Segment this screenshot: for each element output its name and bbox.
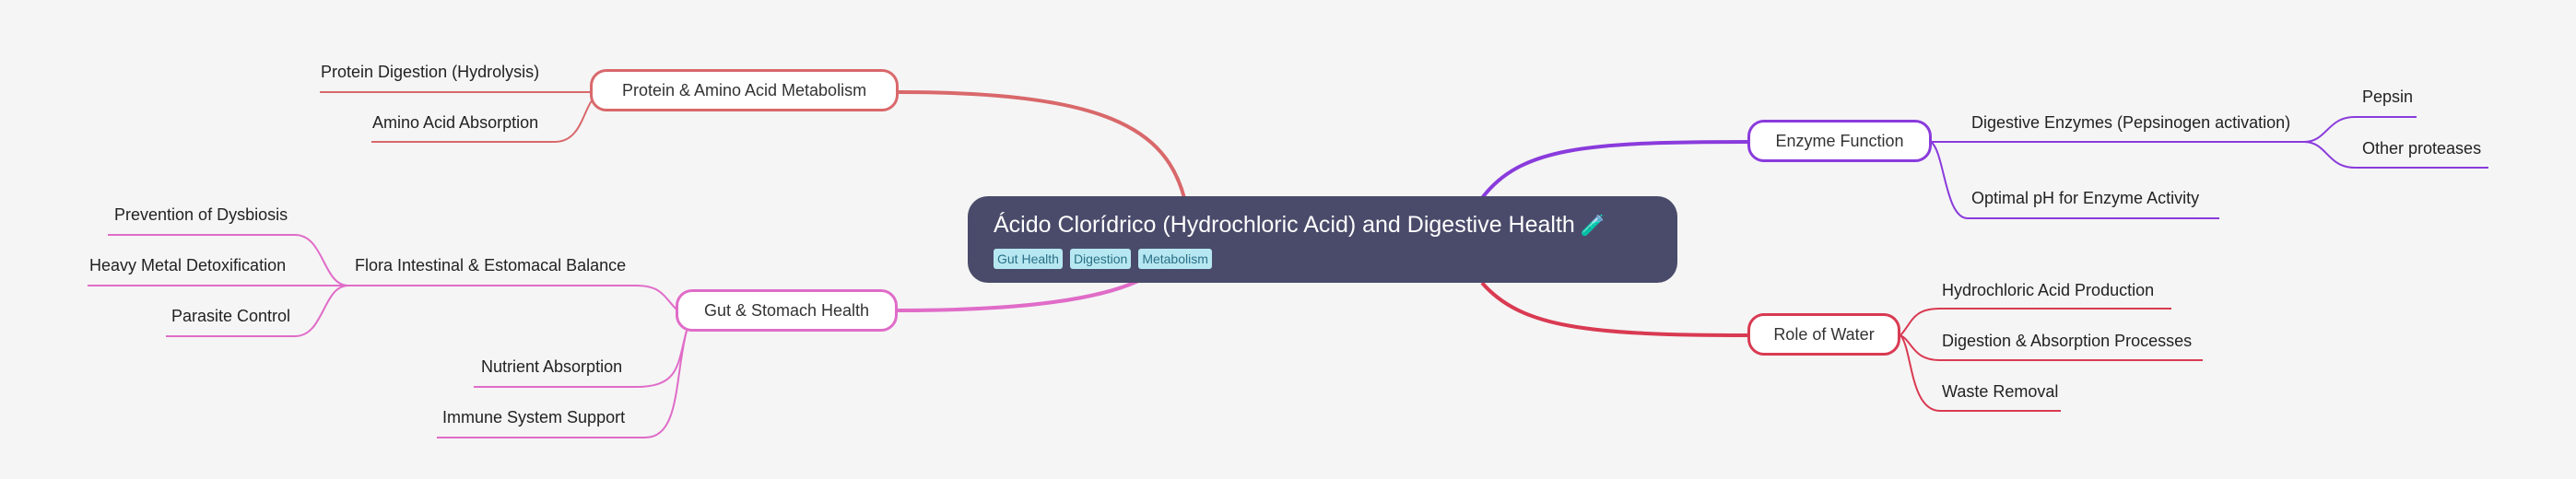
leaf-nutrient-absorption[interactable]: Nutrient Absorption xyxy=(481,357,623,376)
tag-digestion[interactable]: Digestion xyxy=(1069,249,1132,269)
link-gut-immune xyxy=(437,330,688,438)
branch-protein-amino-acid-metabolism[interactable]: Protein & Amino Acid Metabolism xyxy=(590,69,899,111)
leaf-heavy-metal-detox[interactable]: Heavy Metal Detoxification xyxy=(89,256,287,275)
leaf-pepsin[interactable]: Pepsin xyxy=(2362,88,2414,106)
branch-label: Enzyme Function xyxy=(1775,131,1904,150)
link-root-enzyme xyxy=(1480,140,1750,200)
leaf-digestive-enzymes[interactable]: Digestive Enzymes (Pepsinogen activation… xyxy=(1971,113,2291,132)
root-title-row: Ácido Clorídrico (Hydrochloric Acid) and… xyxy=(994,209,1677,241)
root-tags: Gut Health Digestion Metabolism xyxy=(994,249,1677,269)
link-water-waste xyxy=(1900,334,2061,412)
branch-gut-stomach-health[interactable]: Gut & Stomach Health xyxy=(676,289,898,332)
branch-enzyme-function[interactable]: Enzyme Function xyxy=(1747,120,1932,162)
leaf-flora-balance[interactable]: Flora Intestinal & Estomacal Balance xyxy=(355,256,627,275)
leaf-immune-support[interactable]: Immune System Support xyxy=(442,408,626,426)
leaf-optimal-ph[interactable]: Optimal pH for Enzyme Activity xyxy=(1971,189,2200,207)
branch-label: Protein & Amino Acid Metabolism xyxy=(621,80,867,99)
link-gut-flora xyxy=(348,285,678,311)
branch-role-of-water[interactable]: Role of Water xyxy=(1747,313,1900,356)
link-water-hcl xyxy=(1900,308,2171,336)
branch-label: Role of Water xyxy=(1773,324,1875,344)
link-root-water xyxy=(1480,281,1750,337)
tag-gut-health[interactable]: Gut Health xyxy=(994,249,1063,269)
tag-metabolism[interactable]: Metabolism xyxy=(1138,249,1212,269)
root-title: Ácido Clorídrico (Hydrochloric Acid) and… xyxy=(994,212,1575,238)
leaf-parasite-control[interactable]: Parasite Control xyxy=(171,307,291,325)
leaf-prevention-dysbiosis[interactable]: Prevention of Dysbiosis xyxy=(114,205,288,224)
leaf-amino-acid-absorption[interactable]: Amino Acid Absorption xyxy=(372,113,539,132)
branch-label: Gut & Stomach Health xyxy=(703,300,870,320)
link-root-gut xyxy=(897,279,1139,312)
link-digestive-proteases xyxy=(2303,141,2488,169)
link-flora-dysbiosis xyxy=(108,234,349,286)
test-tube-icon: 🧪 xyxy=(1580,214,1606,237)
link-enzyme-ph xyxy=(1930,141,2219,219)
leaf-digestion-absorption[interactable]: Digestion & Absorption Processes xyxy=(1942,332,2193,350)
leaf-protein-digestion[interactable]: Protein Digestion (Hydrolysis) xyxy=(321,63,540,81)
root-node[interactable]: Ácido Clorídrico (Hydrochloric Acid) and… xyxy=(968,196,1677,283)
link-flora-parasite xyxy=(166,285,349,337)
leaf-other-proteases[interactable]: Other proteases xyxy=(2362,139,2482,158)
leaf-waste-removal[interactable]: Waste Removal xyxy=(1942,382,2059,401)
leaf-hcl-production[interactable]: Hydrochloric Acid Production xyxy=(1942,281,2155,299)
link-root-protein xyxy=(898,90,1186,199)
link-digestive-pepsin xyxy=(2303,116,2417,143)
link-water-digestion xyxy=(1900,334,2203,361)
